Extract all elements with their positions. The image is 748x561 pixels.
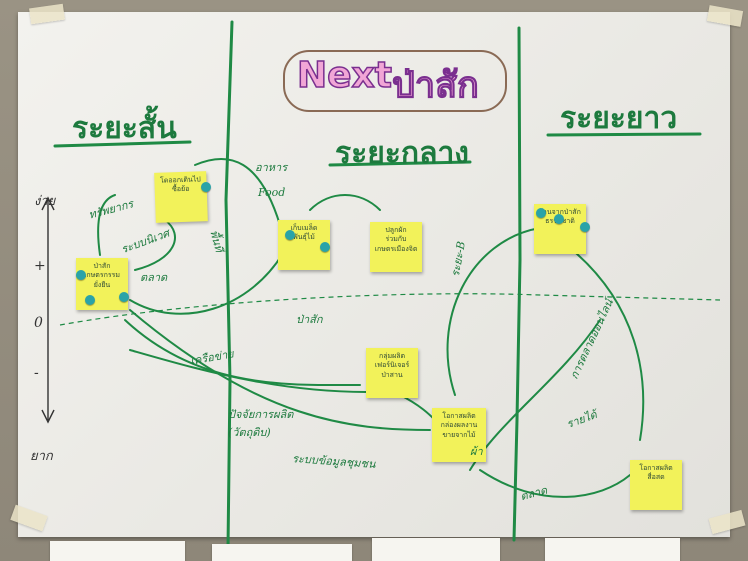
sticky-note-8: โอกาสผลิต สื่อสด [630,460,682,510]
sticky-note-4: ปลูกผัก ร่วมกับ เกษตรเมืองจิต [370,222,422,272]
pin-3a [285,230,295,240]
heading-short-term: ระยะสั้น [72,111,177,146]
divider-right [512,26,522,542]
title-next: Next [296,54,392,97]
label-pasak: ป่าสัก [296,313,323,326]
label-cloth: ผ้า [470,445,483,458]
arrow-n2-n3 [129,249,286,315]
arrow-n7-n8 [559,239,645,441]
axis-label-easy: ง่าย [34,194,56,209]
arrow-n6-n7 [446,227,541,396]
sticky-note-6: โอกาสผลิต กล่องผลงาน ขายจากไม้ [432,408,486,462]
label-market: ตลาด [140,271,168,284]
arrow-n6-n8 [479,469,631,498]
arrow-n3-n1 [194,157,281,226]
pin-2a [76,270,86,280]
pin-2b [85,295,95,305]
pin-7a [536,208,546,218]
pin-2c [119,292,129,302]
heading-underline-medium [328,160,472,167]
arrow-n2-n6 [129,309,431,431]
axis-arrow-bottom [41,409,55,424]
heading-underline-long [546,132,702,137]
axis-label-minus: - [34,365,39,381]
axis-arrow-top [41,196,55,211]
axis-label-plus: + [34,258,46,274]
label-food: Food [258,186,286,199]
arrow-n2-up [97,194,116,256]
pinned-document-3 [372,538,500,561]
sticky-note-1: โดออกเดินไป ซื้อย้อ [154,171,208,223]
pin-1 [201,182,211,192]
axis-label-zero: 0 [34,315,43,331]
label-inputs: ปัจจัยการผลิต (วัตถุดิบ) [228,408,294,439]
title-thai: ป่าสัก [392,64,480,107]
pinned-document-4 [545,538,680,561]
heading-underline-short [53,140,192,148]
pin-7b [554,214,564,224]
sticky-note-2: ป่าสัก เกษตรกรรม ยั่งยืน [76,258,128,310]
pin-3b [320,242,330,252]
arrow-n3-n4 [309,194,381,211]
pinned-document-2 [212,544,352,561]
arrow-n1-n2 [134,219,176,271]
arrow-n2-n5 [124,319,361,387]
axis-label-hard: ยาก [30,449,53,464]
heading-long-term: ระยะยาว [560,101,678,136]
heading-medium-term: ระยะกลาง [335,136,469,171]
pinned-document-1 [50,541,185,561]
flipchart-paper [18,12,730,537]
pin-7c [580,222,590,232]
label-food-thai: อาหาร [255,161,288,174]
zero-line-dashed [59,293,721,326]
title-outline [283,50,507,112]
arrow-n5-n6 [399,394,436,421]
divider-left [224,20,234,550]
sticky-note-5: กลุ่มผลิต เฟอร์นิเจอร์ ป่าสาน [366,348,418,398]
